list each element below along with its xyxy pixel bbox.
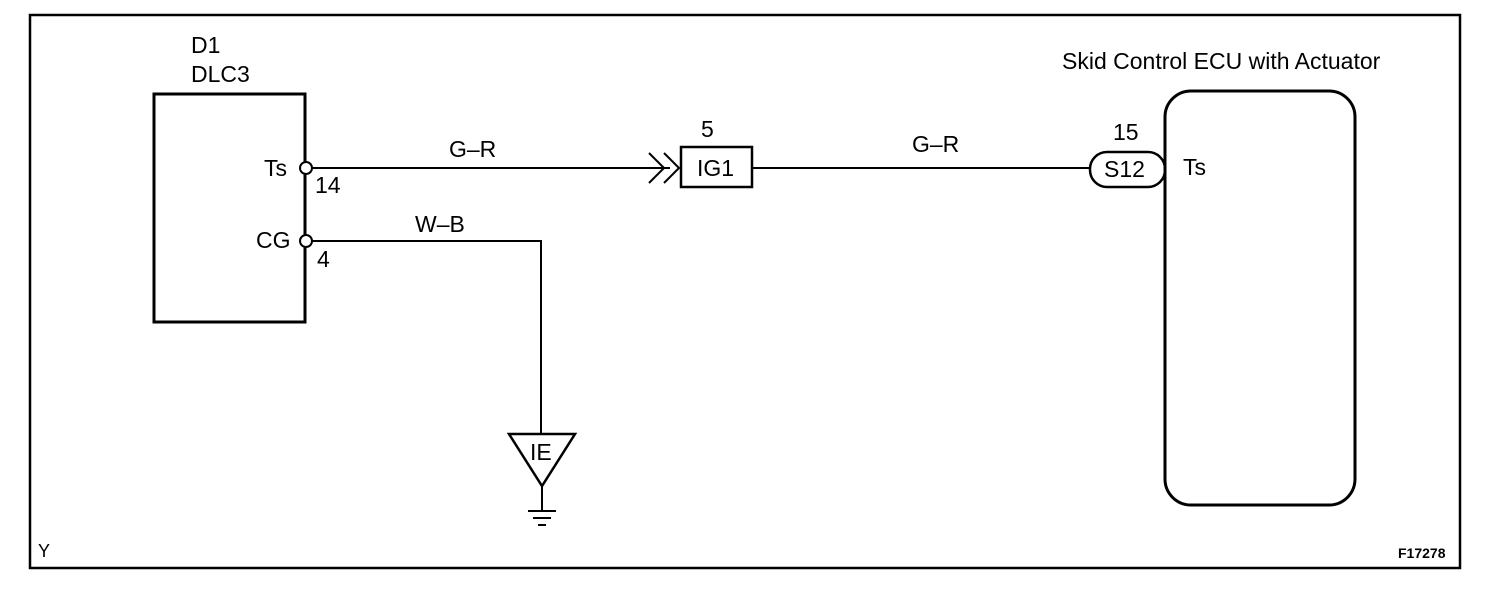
junction-pin-num: 5 xyxy=(701,116,714,142)
ground-point-triangle xyxy=(506,432,578,489)
corner-mark: Y xyxy=(38,541,50,561)
ecu-pin-num: 15 xyxy=(1113,119,1139,145)
dlc3-id: D1 xyxy=(191,32,220,58)
connector-arrow-inner xyxy=(663,152,681,184)
ecu-box xyxy=(1163,89,1357,507)
dlc3-pin-cg-label: CG xyxy=(256,227,291,253)
ecu-connector-code: S12 xyxy=(1104,156,1145,182)
wire-ts-right-color: G–R xyxy=(912,131,959,157)
connector-arrow-outer xyxy=(648,152,666,184)
pin-cg-terminal xyxy=(299,234,313,248)
junction-name: IG1 xyxy=(697,155,734,181)
wire-ts-left-color: G–R xyxy=(449,136,496,162)
ecu-pin-label: Ts xyxy=(1183,154,1206,180)
dlc3-name: DLC3 xyxy=(191,61,250,87)
wire-ground-color: W–B xyxy=(415,211,465,237)
ecu-title: Skid Control ECU with Actuator xyxy=(1062,48,1381,74)
diagram-frame xyxy=(28,13,1462,570)
dlc3-box xyxy=(152,92,307,324)
dlc3-pin-cg-num: 4 xyxy=(317,246,330,272)
ground-point-label: IE xyxy=(530,439,552,465)
figure-code: F17278 xyxy=(1398,545,1446,561)
dlc3-pin-ts-label: Ts xyxy=(264,155,287,181)
dlc3-pin-ts-num: 14 xyxy=(315,172,341,198)
wire-ground xyxy=(312,240,542,434)
pin-ts-terminal xyxy=(299,161,313,175)
